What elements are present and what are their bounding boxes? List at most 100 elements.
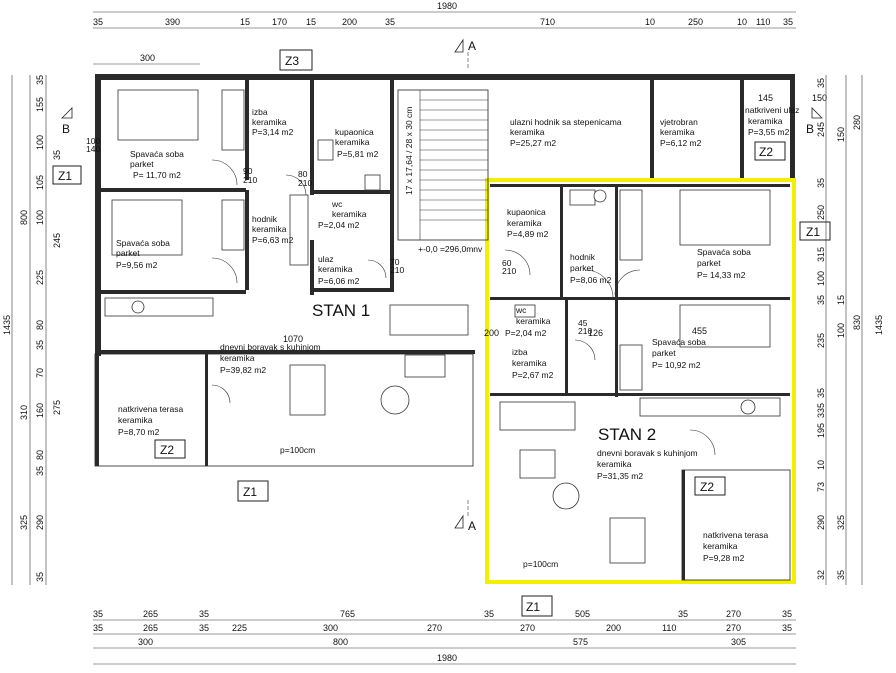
dim-top-2: 15	[240, 17, 250, 27]
stan2-highlight	[485, 178, 796, 584]
room-6-floor: keramika	[252, 224, 287, 234]
room-3-floor: keramika	[510, 127, 545, 137]
dim-b1-7: 270	[726, 609, 741, 619]
dim-top-3: 170	[272, 17, 287, 27]
dim-b2-8: 110	[662, 623, 676, 633]
tag-boxes: Z1 Z3 Z2 Z1 Z2 Z1 Z2 Z1	[52, 49, 831, 617]
stan2-walls	[490, 184, 791, 581]
room-11-name: natkrivena terasa	[118, 404, 183, 414]
dim-right-5: 100	[816, 271, 826, 286]
room-13-area: P=8,06 m2	[570, 275, 612, 285]
room-labels: Spavaća soba parket P= 11,70 m2 izba ker…	[116, 105, 799, 563]
tag-z2-stan1: Z2	[160, 443, 174, 457]
dim-right-14: 32	[816, 570, 826, 580]
dim-b2-2: 35	[199, 623, 209, 633]
dim-top-10: 10	[737, 17, 747, 27]
room-2-floor: keramika	[335, 137, 370, 147]
dim-right-12: 73	[816, 482, 826, 492]
room-10-name: dnevni boravak s kuhinjom	[220, 342, 321, 352]
room-0-area: P= 11,70 m2	[133, 170, 181, 180]
dim-b2-5: 270	[427, 623, 442, 633]
room-17-area: P=2,67 m2	[512, 370, 554, 380]
dim-right-13: 290	[816, 515, 826, 530]
door-mark-13: 126	[588, 328, 603, 338]
dim-b1-2: 35	[199, 609, 209, 619]
room-19-floor: keramika	[703, 541, 738, 551]
room-3-name: ulazni hodnik sa stepenicama	[510, 117, 622, 127]
dim-b3-1: 800	[333, 637, 348, 647]
bottom-dimensions: 35 265 35 765 35 505 35 270 35 35 265 35…	[93, 609, 796, 665]
dim-top-overall: 1980	[437, 1, 457, 11]
dim-b2-9: 270	[726, 623, 741, 633]
tag-z2-stan2: Z2	[700, 480, 714, 494]
room-6-name: hodnik	[252, 214, 278, 224]
room-11-area: P=8,70 m2	[118, 427, 160, 437]
dim-left-9: 70	[35, 368, 45, 378]
dim-top-0: 35	[93, 17, 103, 27]
door-mark-12: 200	[484, 328, 499, 338]
dim-right-4: 315	[816, 247, 826, 262]
room-12-area: P=4,89 m2	[507, 229, 549, 239]
dim-b2-3: 225	[232, 623, 247, 633]
stairs: 17 x 17,64 / 28 x 30 cm	[397, 89, 489, 241]
dim-top-300: 300	[140, 53, 155, 63]
parapet-stan1: p=100cm	[280, 445, 315, 455]
dim-left-11: 275	[52, 400, 62, 415]
dim-right-11: 10	[816, 460, 826, 470]
right-dimensions: 1435 830 280 35 245 35 250 315 100 35 23…	[816, 75, 884, 585]
section-b-left: B	[62, 122, 70, 136]
room-9-area: P=6,06 m2	[318, 276, 360, 286]
room-18-floor: keramika	[597, 459, 632, 469]
room-13-name: hodnik	[570, 252, 596, 262]
room-12-name: kupaonica	[507, 207, 546, 217]
room-16-area: P= 10,92 m2	[652, 360, 701, 370]
room-14-name: Spavaća soba	[697, 247, 751, 257]
dim-left-total: 1435	[2, 315, 12, 335]
tag-z1-left: Z1	[58, 169, 72, 183]
dim-right-830: 830	[852, 315, 862, 330]
door-mark-4: 70	[390, 257, 400, 267]
dim-left-800: 800	[19, 210, 29, 225]
room-7-area: P=2,04 m2	[318, 220, 360, 230]
furniture	[104, 89, 781, 564]
room-8-floor: parket	[116, 248, 140, 258]
dim-b1-4: 35	[484, 609, 494, 619]
dim-left-2: 100	[35, 135, 45, 150]
room-15-name: wc	[515, 305, 527, 315]
door-mark-1: 210	[243, 175, 257, 185]
section-b-right: B	[806, 122, 814, 136]
dim-top-7: 710	[540, 17, 555, 27]
dim-left-15: 35	[35, 572, 45, 582]
room-5-floor: keramika	[748, 116, 783, 126]
dim-right2-1: 150	[836, 127, 846, 142]
room-19-area: P=9,28 m2	[703, 553, 745, 563]
dim-b2-4: 300	[323, 623, 338, 633]
room-15-floor: keramika	[516, 316, 551, 326]
dim-right-0: 35	[816, 78, 826, 88]
room-13-floor: parket	[570, 263, 594, 273]
room-7-floor: keramika	[332, 209, 367, 219]
dim-left-8: 35	[35, 340, 45, 350]
dim-right2-3: 35	[836, 570, 846, 580]
room-4-area: P=6,12 m2	[660, 138, 702, 148]
door-mark-3: 210	[298, 178, 312, 188]
door-mark-0: 90	[243, 166, 253, 176]
room-5-area: P=3,55 m2	[748, 127, 790, 137]
dim-left-3: 105	[35, 175, 45, 190]
room-1-area: P=3,14 m2	[252, 127, 294, 137]
dim-right-3: 250	[816, 205, 826, 220]
door-mark-2: 80	[298, 169, 308, 179]
dim-right-7: 235	[816, 333, 826, 348]
dim-b3-3: 305	[731, 637, 746, 647]
door-mark-9: 210	[502, 266, 516, 276]
dim-b2-6: 270	[520, 623, 535, 633]
room-8-name: Spavaća soba	[116, 238, 170, 248]
doors	[211, 159, 716, 456]
room-4-floor: keramika	[660, 127, 695, 137]
dim-b1-0: 35	[93, 609, 103, 619]
dim-left-16: 35	[52, 150, 62, 160]
stan1-label: STAN 1	[312, 301, 370, 320]
room-16-floor: parket	[652, 348, 676, 358]
room-0-name: Spavaća soba	[130, 149, 184, 159]
dim-top-9: 250	[688, 17, 703, 27]
